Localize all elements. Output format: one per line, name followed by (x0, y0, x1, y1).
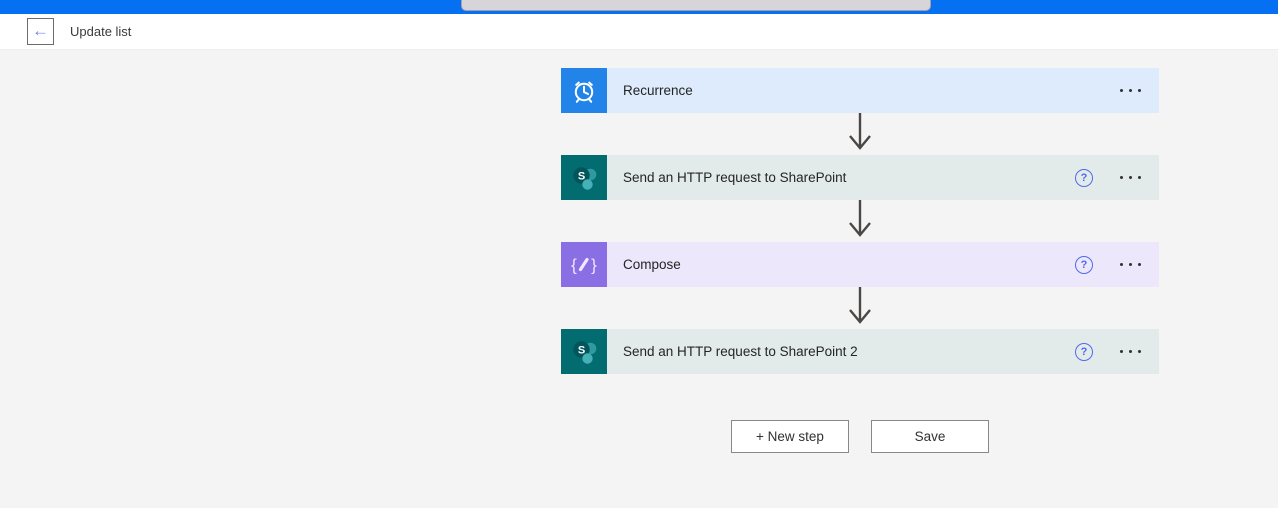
svg-text:S: S (578, 344, 585, 356)
svg-text:}: } (591, 255, 597, 274)
flow-title: Update list (70, 24, 132, 39)
ellipsis-menu-button[interactable] (1120, 263, 1141, 266)
sharepoint-icon: S (561, 155, 607, 200)
save-button[interactable]: Save (871, 420, 989, 453)
flow-step-compose[interactable]: { } Compose ? (561, 242, 1159, 287)
back-button[interactable]: ← (27, 18, 54, 45)
new-step-button[interactable]: + New step (731, 420, 849, 453)
recurrence-clock-icon (561, 68, 607, 113)
ellipsis-menu-button[interactable] (1120, 176, 1141, 179)
flow-canvas: Recurrence S Send a (0, 51, 1278, 508)
compose-icon: { } (561, 242, 607, 287)
svg-text:{: { (571, 255, 577, 274)
step-label: Recurrence (623, 83, 693, 98)
help-icon[interactable]: ? (1075, 168, 1093, 187)
step-label: Send an HTTP request to SharePoint 2 (623, 344, 858, 359)
svg-text:S: S (578, 170, 585, 182)
flow-step-http-sharepoint[interactable]: S Send an HTTP request to SharePoint ? (561, 155, 1159, 200)
back-arrow-icon: ← (32, 21, 49, 40)
connector-arrow-down-icon (846, 113, 874, 155)
flow-column: Recurrence S Send a (561, 68, 1159, 453)
help-icon[interactable]: ? (1075, 342, 1093, 361)
help-icon[interactable]: ? (1075, 255, 1093, 274)
browser-theme-bar (0, 0, 1278, 14)
connector-arrow-down-icon (846, 200, 874, 242)
ellipsis-menu-button[interactable] (1120, 350, 1141, 353)
ellipsis-menu-button[interactable] (1120, 89, 1141, 92)
step-label: Compose (623, 257, 681, 272)
flow-step-recurrence[interactable]: Recurrence (561, 68, 1159, 113)
sharepoint-icon: S (561, 329, 607, 374)
browser-address-bar-fragment (461, 0, 931, 11)
flow-actions-row: + New step Save (561, 420, 1159, 453)
connector-arrow-down-icon (846, 287, 874, 329)
flow-step-http-sharepoint-2[interactable]: S Send an HTTP request to SharePoint 2 ? (561, 329, 1159, 374)
step-label: Send an HTTP request to SharePoint (623, 170, 847, 185)
flow-editor-header: ← Update list (0, 14, 1278, 50)
